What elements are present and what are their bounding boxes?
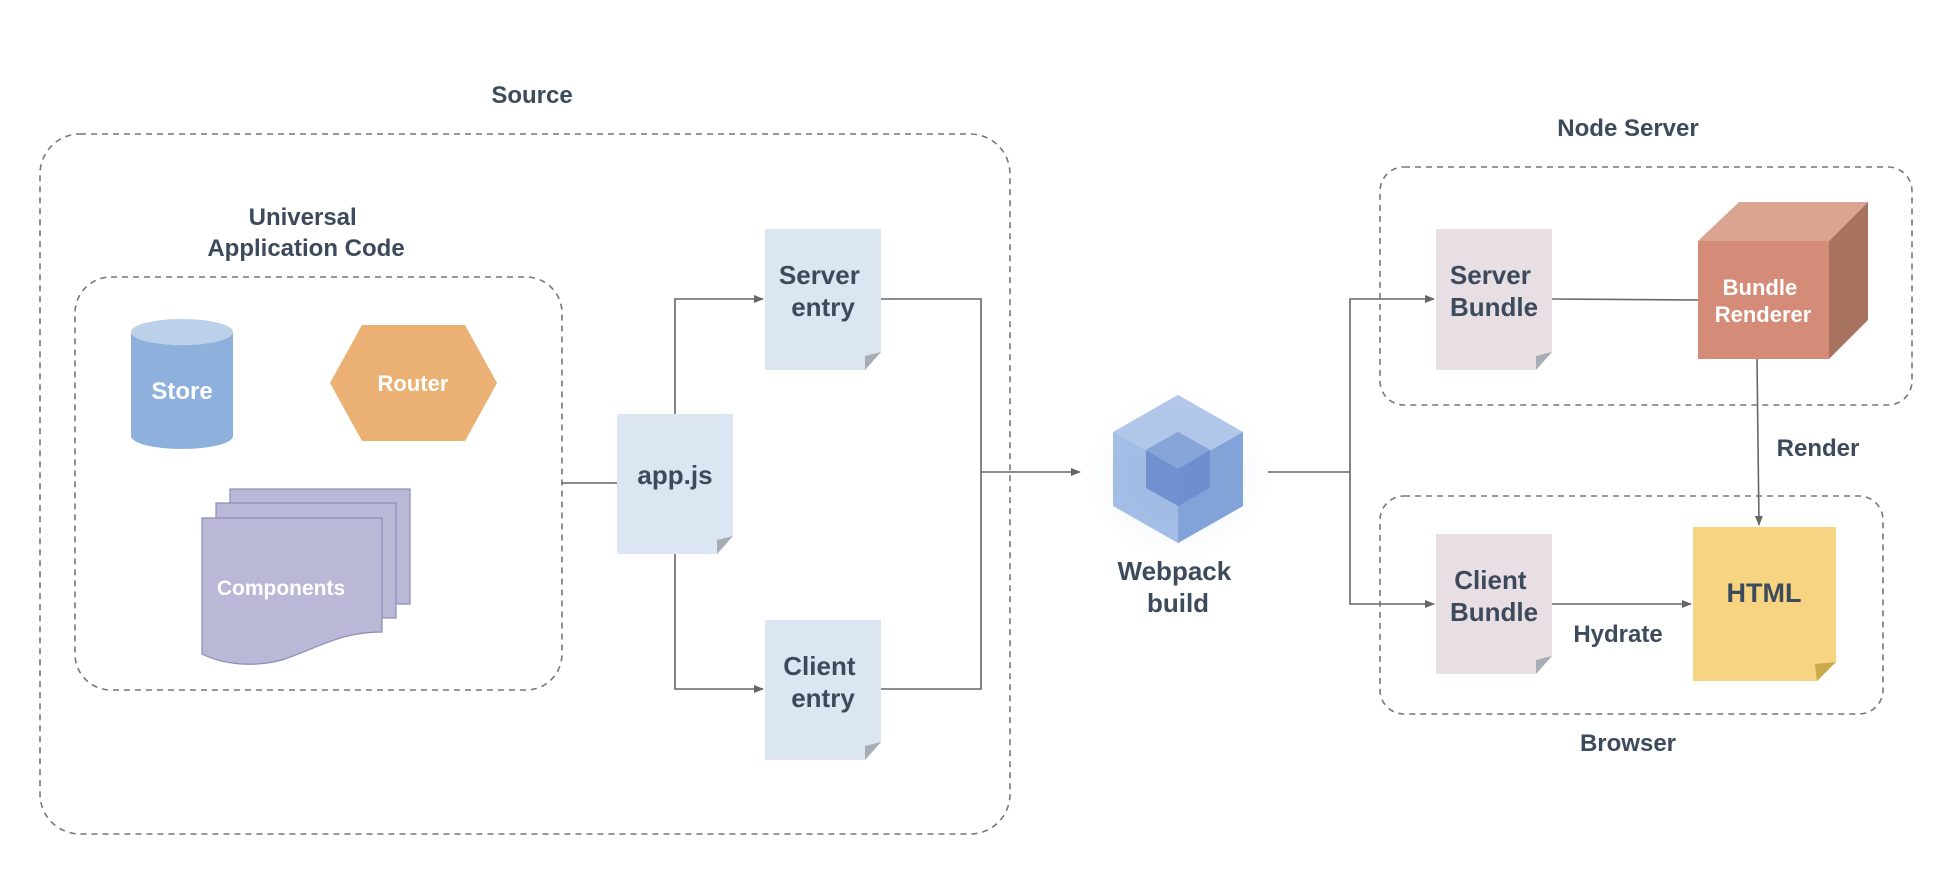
client-bundle-label-line1: Client (1454, 565, 1527, 595)
router-label: Router (378, 371, 449, 396)
arrow-appjs-to-server-entry (674, 295, 764, 414)
server-bundle-label-line1: Server (1450, 260, 1531, 290)
arrow-webpack-to-server-bundle (1349, 295, 1435, 472)
node-server-group-box (1379, 166, 1913, 406)
webpack-build-label-line2: build (1147, 588, 1209, 618)
app-js-document-icon (617, 414, 733, 554)
html-label: HTML (1727, 578, 1802, 608)
html-document-icon (1693, 527, 1836, 681)
arrow-webpack-to-client-bundle (1349, 472, 1435, 608)
webpack-cube-icon (1078, 384, 1278, 568)
source-group-title: Source (491, 82, 572, 109)
bundle-renderer-label: Bundle Renderer (1715, 275, 1812, 327)
client-bundle-label: Client Bundle (1450, 565, 1538, 627)
server-entry-label: Server entry (779, 260, 867, 322)
client-bundle-document-icon (1436, 534, 1552, 674)
universal-code-title-line2: Application Code (207, 235, 404, 262)
connector-server-bundle-to-renderer (1551, 298, 1699, 301)
source-group-box (39, 133, 1011, 835)
webpack-build-label-line1: Webpack (1118, 556, 1232, 586)
server-entry-label-line1: Server (779, 260, 860, 290)
components-label: Components (217, 577, 345, 600)
app-js-label: app.js (637, 460, 712, 490)
store-label: Store (151, 378, 212, 405)
hydrate-edge-label: Hydrate (1573, 621, 1662, 648)
browser-group-title: Browser (1580, 730, 1676, 757)
arrow-renderer-to-html (1754, 358, 1763, 526)
bundle-renderer-label-line2: Renderer (1715, 302, 1812, 327)
browser-group-box (1379, 495, 1884, 715)
server-bundle-label: Server Bundle (1450, 260, 1538, 322)
server-entry-document-icon (765, 229, 881, 370)
bundle-renderer-cube-icon (1698, 202, 1868, 359)
server-bundle-document-icon (1436, 229, 1552, 370)
components-stacked-documents-icon (201, 488, 411, 665)
server-bundle-label-line2: Bundle (1450, 292, 1538, 322)
universal-code-title: Universal Application Code (207, 204, 404, 262)
arrow-appjs-to-client-entry (674, 554, 764, 693)
webpack-build-label: Webpack build (1118, 556, 1239, 618)
connector-server-entry-merge (881, 298, 982, 690)
client-entry-label: Client entry (783, 651, 862, 713)
universal-code-title-line1: Universal (249, 204, 357, 231)
node-server-group-title: Node Server (1557, 115, 1698, 142)
bundle-renderer-label-line1: Bundle (1723, 275, 1798, 300)
client-entry-label-line1: Client (783, 651, 856, 681)
router-hexagon-icon (330, 325, 497, 441)
client-entry-document-icon (765, 620, 881, 760)
client-entry-label-line2: entry (791, 683, 855, 713)
render-edge-label: Render (1777, 435, 1860, 462)
server-entry-label-line2: entry (791, 292, 855, 322)
client-bundle-label-line2: Bundle (1450, 597, 1538, 627)
store-database-cylinder-icon (131, 319, 233, 449)
